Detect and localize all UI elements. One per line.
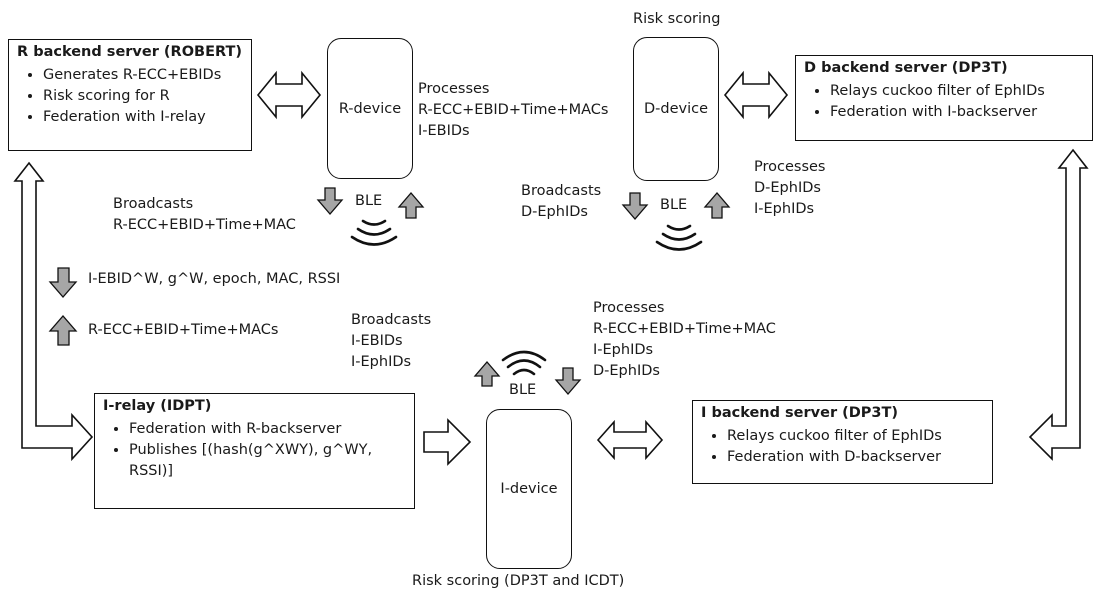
d-wireless-icon [655,224,703,251]
r-backend-device-double-arrow [256,70,322,120]
up-message-arrow [48,315,78,346]
d-ble-up-arrow [703,192,731,219]
r-processes-line: I-EBIDs [418,123,470,139]
i-processes-line: R-ECC+EBID+Time+MAC [593,321,776,337]
i-backend-list: Relays cuckoo filter of EphIDs Federatio… [701,426,984,468]
r-processes-label: Processes R-ECC+EBID+Time+MACs I-EBIDs [418,79,608,142]
d-backend-server-box: D backend server (DP3T) Relays cuckoo fi… [795,55,1093,141]
i-relay-title: I-relay (IDPT) [103,398,212,414]
d-processes-line: D-EphIDs [754,180,821,196]
r-device-label: R-device [338,100,402,117]
d-processes-label: Processes D-EphIDs I-EphIDs [754,157,825,220]
r-backend-server-box: R backend server (ROBERT) Generates R-EC… [8,39,252,151]
risk-scoring-bottom-label: Risk scoring (DP3T and ICDT) [412,573,625,589]
i-relay-item-continuation: RSSI)] [129,463,174,479]
r-backend-list: Generates R-ECC+EBIDs Risk scoring for R… [17,65,243,128]
d-backend-item: Relays cuckoo filter of EphIDs [830,81,1084,102]
d-broadcasts-line: D-EphIDs [521,204,588,220]
down-message-label: I-EBID^W, g^W, epoch, MAC, RSSI [88,271,341,287]
d-device: D-device [633,37,719,181]
i-backend-title: I backend server (DP3T) [701,405,899,421]
r-processes-line: R-ECC+EBID+Time+MACs [418,102,609,118]
i-backend-server-box: I backend server (DP3T) Relays cuckoo fi… [692,400,993,484]
d-backend-ibackend-connector-arrow [1028,148,1089,461]
i-processes-label: Processes R-ECC+EBID+Time+MAC I-EphIDs D… [593,298,776,382]
i-processes-line: I-EphIDs [593,342,654,358]
d-processes-line: I-EphIDs [754,201,815,217]
d-device-label: D-device [643,101,709,117]
r-ble-label: BLE [355,193,383,209]
i-relay-item: Federation with R-backserver [129,419,406,440]
r-backend-title: R backend server (ROBERT) [17,44,243,60]
r-ble-down-arrow [316,187,344,215]
r-device: R-device [327,38,413,179]
i-device-backend-double-arrow [596,419,664,461]
i-ble-label: BLE [509,382,537,398]
i-wireless-icon [501,350,547,376]
d-processes-line: Processes [754,159,826,175]
i-broadcasts-line: Broadcasts [351,312,432,328]
i-relay-box: I-relay (IDPT) Federation with R-backser… [94,393,415,509]
r-broadcasts-label: Broadcasts R-ECC+EBID+Time+MAC [113,194,296,236]
i-relay-list: Federation with R-backserver Publishes [… [103,419,406,461]
r-backend-relay-connector-arrow [13,161,94,462]
i-device: I-device [486,409,572,569]
r-backend-item: Federation with I-relay [43,107,243,128]
i-device-label: I-device [500,481,558,497]
relay-to-idevice-arrow [423,418,472,466]
r-wireless-icon [350,219,398,246]
i-broadcasts-label: Broadcasts I-EBIDs I-EphIDs [351,310,431,373]
i-backend-item: Federation with D-backserver [727,447,984,468]
r-broadcasts-line: R-ECC+EBID+Time+MAC [113,217,296,233]
d-backend-item: Federation with I-backserver [830,102,1084,123]
d-ble-label: BLE [660,197,688,213]
d-broadcasts-line: Broadcasts [521,183,602,199]
d-backend-list: Relays cuckoo filter of EphIDs Federatio… [804,81,1084,123]
r-processes-line: Processes [418,81,490,97]
r-backend-item: Risk scoring for R [43,86,243,107]
i-processes-line: D-EphIDs [593,363,660,379]
i-ble-down-arrow [554,367,582,395]
r-broadcasts-line: Broadcasts [113,196,194,212]
d-broadcasts-label: Broadcasts D-EphIDs [521,181,601,223]
up-message-label: R-ECC+EBID+Time+MACs [88,322,279,338]
r-backend-item: Generates R-ECC+EBIDs [43,65,243,86]
d-ble-down-arrow [621,192,649,220]
i-relay-item: Publishes [(hash(g^XWY), g^WY, [129,440,406,461]
i-processes-line: Processes [593,300,665,316]
risk-scoring-top-label: Risk scoring [633,11,721,27]
i-broadcasts-line: I-EBIDs [351,333,403,349]
r-ble-up-arrow [397,192,425,219]
i-broadcasts-line: I-EphIDs [351,354,412,370]
i-ble-up-arrow [473,361,501,387]
d-backend-title: D backend server (DP3T) [804,60,1008,76]
down-message-arrow [48,267,78,298]
i-backend-item: Relays cuckoo filter of EphIDs [727,426,984,447]
d-device-backend-double-arrow [723,70,789,120]
